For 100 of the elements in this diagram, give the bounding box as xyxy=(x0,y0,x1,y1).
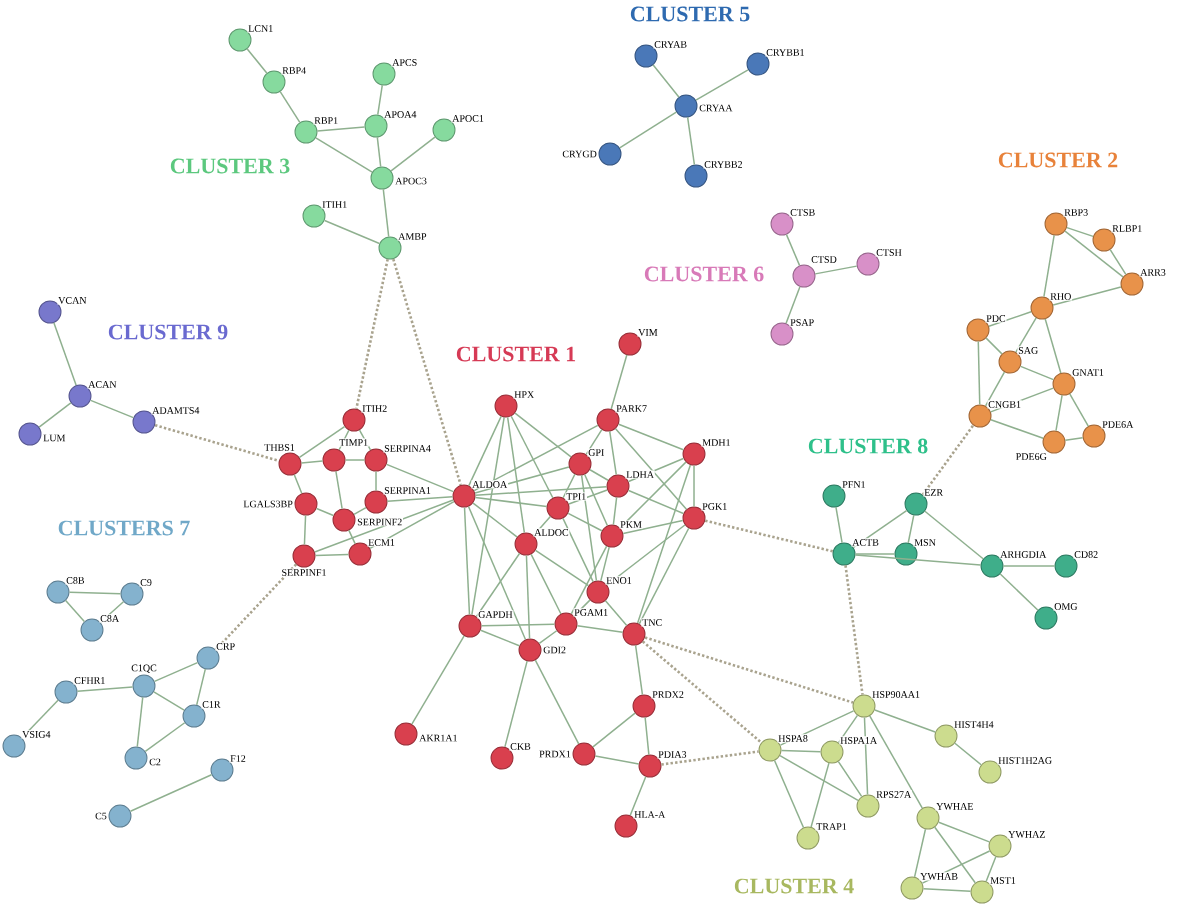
node-ball xyxy=(432,118,456,142)
connector-line xyxy=(467,505,527,641)
connector-line xyxy=(463,506,471,616)
connector-line xyxy=(585,428,603,456)
connector-line xyxy=(922,887,972,893)
connector-line xyxy=(617,423,685,451)
node-ball xyxy=(132,674,156,698)
node-ball xyxy=(294,492,318,516)
connector-line xyxy=(510,415,554,499)
connector-line xyxy=(835,506,843,544)
node-ball xyxy=(490,746,514,770)
node-ball xyxy=(210,758,234,782)
connector-line xyxy=(471,416,505,616)
connector-line xyxy=(985,337,1003,355)
connector-line xyxy=(627,489,685,515)
connector-line xyxy=(474,486,608,496)
connector-line xyxy=(785,286,801,324)
node-ball xyxy=(394,722,418,746)
connector-line xyxy=(472,502,518,538)
connector-line xyxy=(382,188,390,238)
connector-line xyxy=(854,554,982,566)
node-ball xyxy=(80,618,104,642)
connector-line xyxy=(985,855,997,883)
connector-line xyxy=(984,371,1006,407)
connector-line xyxy=(1052,286,1122,306)
connector-line xyxy=(390,136,436,172)
connector-line xyxy=(411,635,465,725)
node-ball xyxy=(682,506,706,530)
node-ball xyxy=(124,746,148,770)
node-ball xyxy=(1082,424,1106,448)
connector-line xyxy=(53,322,77,386)
connector-line xyxy=(837,760,863,798)
node-ball xyxy=(796,826,820,850)
connector-line xyxy=(1109,248,1127,276)
node-ball xyxy=(342,408,366,432)
node-ball xyxy=(934,724,958,748)
node-ball xyxy=(904,492,928,516)
connector-line xyxy=(854,553,896,555)
node-ball xyxy=(856,252,880,276)
connector-line xyxy=(314,499,454,553)
dotted-line xyxy=(661,750,759,766)
connector-line xyxy=(773,759,805,829)
connector-line xyxy=(634,644,644,696)
connector-line xyxy=(594,755,640,765)
connector-line xyxy=(279,90,301,124)
connector-line xyxy=(619,111,678,149)
connector-line xyxy=(589,469,609,481)
connector-line xyxy=(874,709,936,733)
connector-line xyxy=(195,668,207,706)
connector-line xyxy=(323,219,381,245)
connector-line xyxy=(153,691,185,711)
node-ball xyxy=(606,474,630,498)
cluster-title: CLUSTER 3 xyxy=(170,158,290,174)
connector-line xyxy=(468,415,502,487)
node-ball xyxy=(988,834,1012,858)
node-ball xyxy=(518,638,542,662)
node-ball xyxy=(348,542,372,566)
node-ball xyxy=(364,448,388,472)
node-ball xyxy=(770,322,794,346)
connector-line xyxy=(534,549,590,587)
connector-line xyxy=(316,126,366,132)
connector-line xyxy=(1066,226,1094,238)
node-ball xyxy=(600,524,624,548)
connector-line xyxy=(592,712,636,748)
connector-line xyxy=(568,489,608,505)
node-ball xyxy=(572,742,596,766)
connector-line xyxy=(606,524,686,586)
connector-line xyxy=(1064,436,1084,442)
connector-line xyxy=(1002,565,1056,567)
connector-line xyxy=(386,496,454,502)
connector-line xyxy=(64,599,86,623)
connector-line xyxy=(693,464,695,508)
connector-line xyxy=(298,425,346,459)
connector-line xyxy=(479,629,521,647)
node-ball xyxy=(546,496,570,520)
node-ball xyxy=(2,734,26,758)
node-ball xyxy=(1044,212,1068,236)
connector-line xyxy=(837,714,859,744)
node-ball xyxy=(1120,272,1144,296)
connector-line xyxy=(538,630,558,645)
node-ball xyxy=(370,166,394,190)
connector-line xyxy=(990,387,1054,413)
connector-line xyxy=(977,340,981,406)
connector-line xyxy=(629,775,647,817)
connector-line xyxy=(1019,365,1055,381)
dotted-line xyxy=(355,259,389,409)
node-ball xyxy=(302,204,326,228)
node-ball xyxy=(452,484,476,508)
connector-line xyxy=(1043,234,1055,298)
connector-line xyxy=(622,519,684,535)
connector-line xyxy=(314,553,350,557)
node-ball xyxy=(998,350,1022,374)
node-ball xyxy=(832,542,856,566)
connector-line xyxy=(583,473,609,527)
node-ball xyxy=(632,694,656,718)
connector-line xyxy=(868,715,924,809)
cluster-title: CLUSTER 8 xyxy=(808,438,928,454)
node-ball xyxy=(970,880,994,904)
connector-line xyxy=(627,457,685,483)
connector-line xyxy=(852,509,908,549)
